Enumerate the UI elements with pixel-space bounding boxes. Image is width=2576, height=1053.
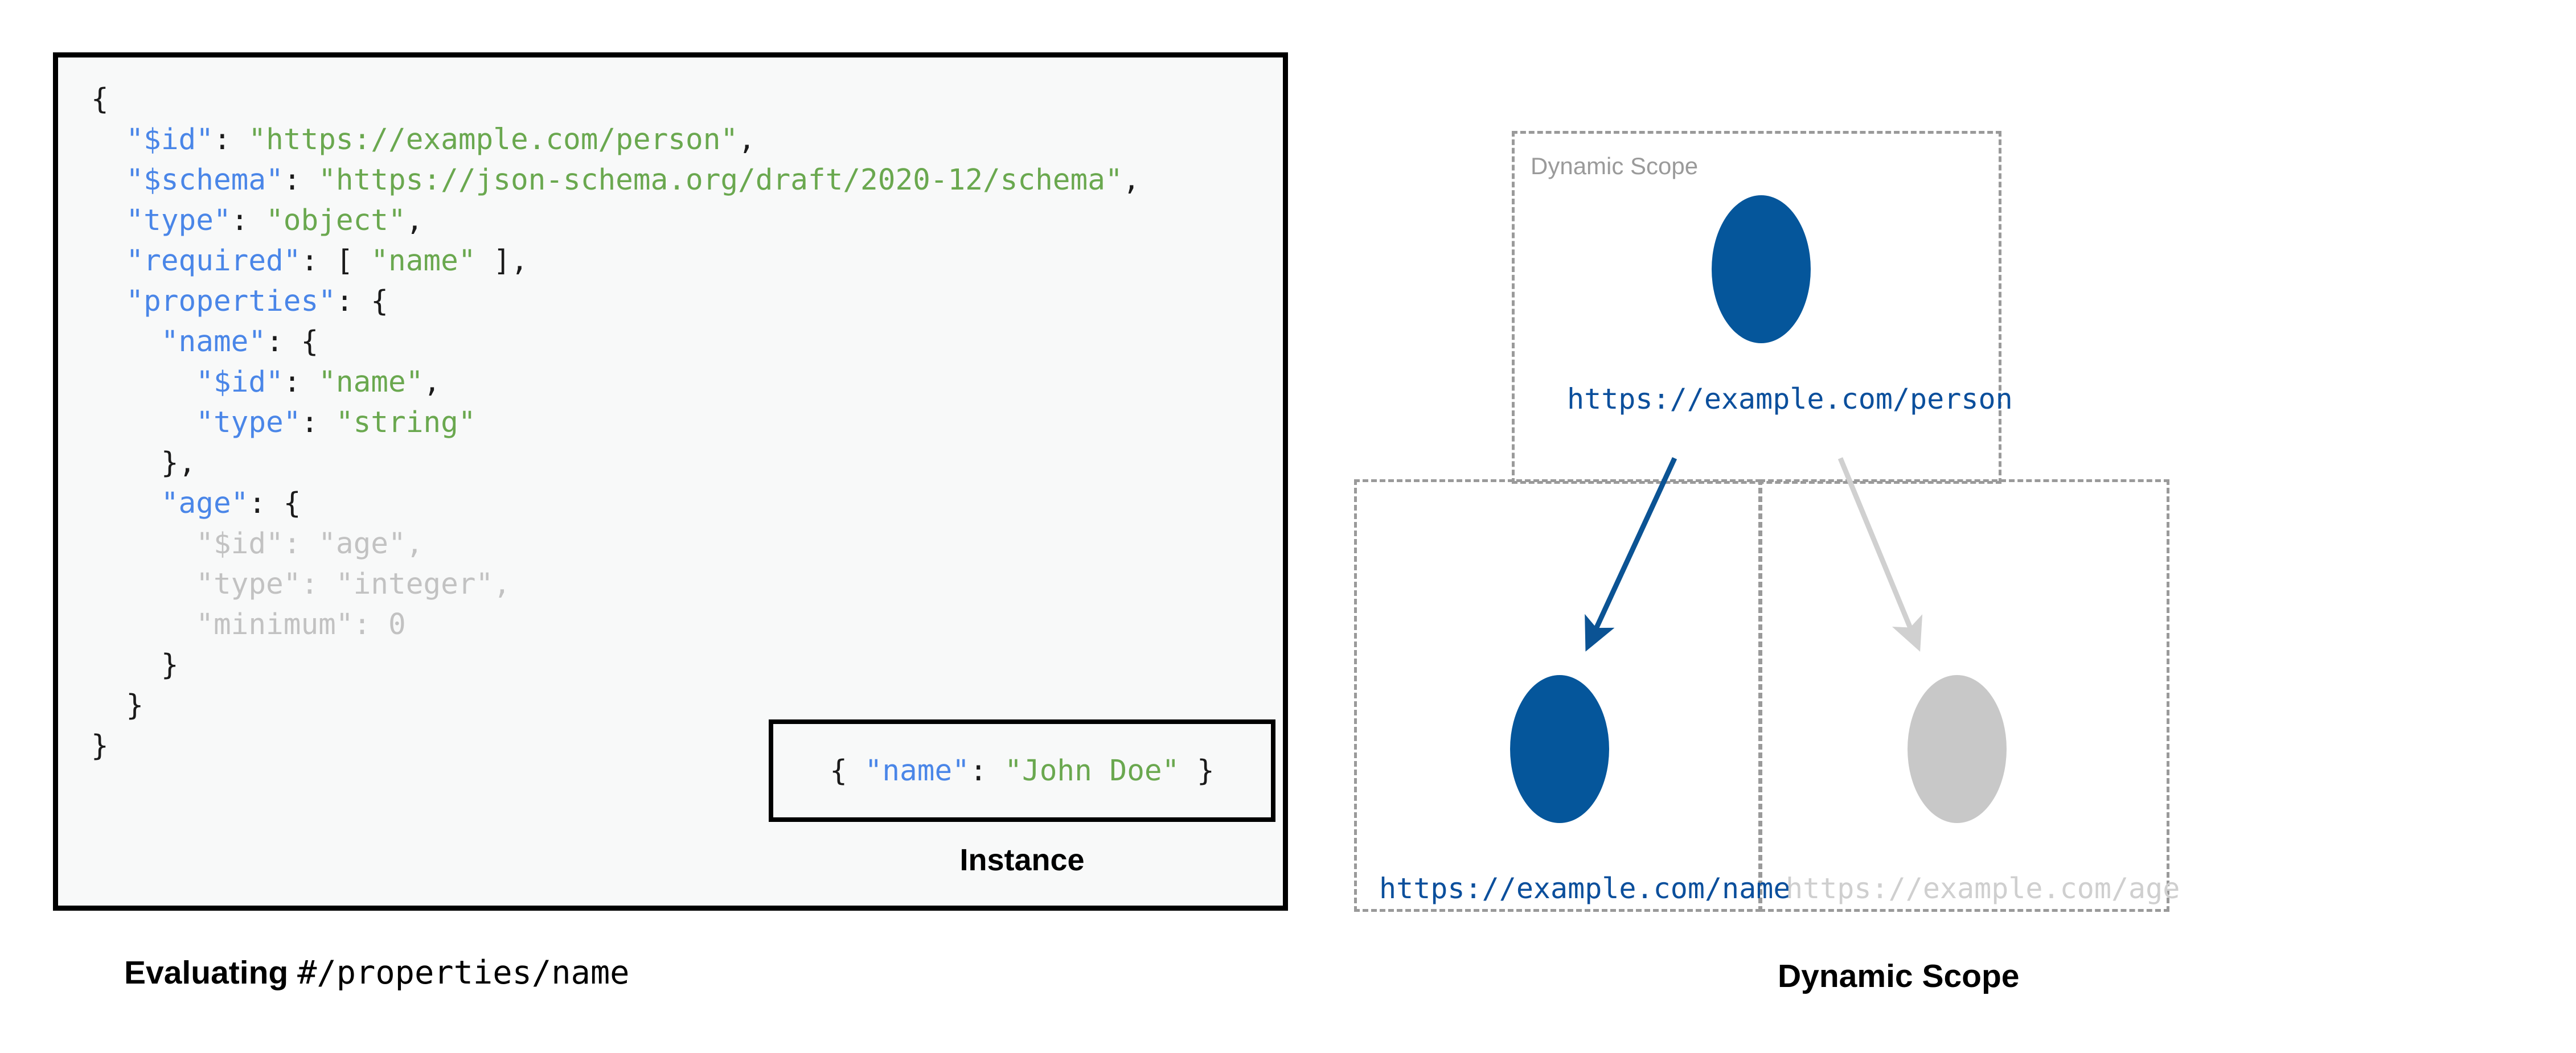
code-token: :: [231, 204, 266, 237]
code-token: "https://example.com/person": [248, 123, 739, 157]
code-line: "$id": "age",: [91, 524, 1140, 564]
code-line: "required": [ "name" ],: [91, 241, 1140, 281]
scope-box-age: [1759, 479, 2169, 912]
dynamic-scope-label: Dynamic Scope: [1531, 153, 1699, 179]
code-token: ],: [475, 244, 528, 278]
code-line: "name": {: [91, 322, 1140, 362]
code-line: "type": "integer",: [91, 564, 1140, 604]
code-token: "John Doe": [1004, 754, 1180, 788]
code-token: "$id": [196, 365, 284, 399]
code-token: "$id": "age",: [196, 527, 424, 561]
left-caption-bold: Evaluating: [124, 955, 298, 991]
instance-code: { "name": "John Doe" }: [830, 754, 1215, 788]
code-line: "$id": "https://example.com/person",: [91, 120, 1140, 160]
code-line: "minimum": 0: [91, 604, 1140, 645]
code-token: }: [126, 689, 144, 722]
code-token: {: [91, 83, 109, 116]
code-token: :: [213, 123, 249, 157]
code-line: "properties": {: [91, 281, 1140, 322]
code-token: "name": [371, 244, 476, 278]
instance-group: { "name": "John Doe" } Instance: [769, 719, 1275, 878]
code-token: ,: [1122, 163, 1141, 197]
code-token: "https://json-schema.org/draft/2020-12/s…: [318, 163, 1123, 197]
code-token: "string": [335, 406, 476, 439]
code-token: "type": [196, 406, 301, 439]
node-label-name: https://example.com/name: [1379, 872, 1791, 905]
code-token: :: [283, 163, 319, 197]
code-token: "object": [266, 204, 406, 237]
code-line: }: [91, 726, 1140, 766]
code-token: ,: [738, 123, 756, 157]
code-token: "name": [864, 754, 970, 788]
code-token: "required": [126, 244, 301, 278]
code-token: }: [161, 648, 179, 682]
code-line: "$schema": "https://json-schema.org/draf…: [91, 160, 1140, 200]
code-token: {: [830, 754, 865, 788]
code-token: : {: [266, 325, 319, 359]
code-token: "type": "integer",: [196, 567, 511, 601]
code-token: :: [969, 754, 1005, 788]
code-token: "age": [161, 487, 249, 520]
code-token: }: [91, 729, 109, 763]
code-token: "$id": [126, 123, 214, 157]
left-caption-pointer: #/properties/name: [297, 954, 630, 992]
node-circle-age: [1908, 675, 2007, 823]
code-line: },: [91, 443, 1140, 483]
code-line: "age": {: [91, 483, 1140, 524]
code-token: },: [161, 446, 196, 480]
code-line: }: [91, 685, 1140, 726]
code-line: {: [91, 79, 1140, 120]
node-circle-name: [1510, 675, 1609, 823]
code-token: }: [1179, 754, 1215, 788]
json-schema-code: { "$id": "https://example.com/person", "…: [91, 79, 1140, 766]
code-line: "$id": "name",: [91, 362, 1140, 402]
instance-caption: Instance: [959, 843, 1085, 877]
instance-box: { "name": "John Doe" }: [769, 719, 1275, 822]
right-figure-caption: Dynamic Scope: [1778, 958, 2020, 994]
code-token: "type": [126, 204, 231, 237]
node-circle-person: [1712, 195, 1811, 343]
code-token: :: [301, 406, 336, 439]
node-label-age: https://example.com/age: [1786, 872, 2180, 905]
code-token: : {: [335, 285, 389, 318]
code-token: : {: [248, 487, 301, 520]
scope-box-person: [1512, 131, 2001, 484]
code-line: }: [91, 645, 1140, 685]
code-token: "minimum": 0: [196, 608, 406, 641]
code-token: "$schema": [126, 163, 284, 197]
code-token: "name": [318, 365, 424, 399]
code-token: "name": [161, 325, 266, 359]
code-line: "type": "object",: [91, 200, 1140, 241]
code-line: "type": "string": [91, 402, 1140, 443]
code-token: : [: [301, 244, 371, 278]
dynamic-scope-diagram: Dynamic Scope https://example.com/person…: [1310, 85, 2562, 916]
code-token: "properties": [126, 285, 336, 318]
code-token: ,: [423, 365, 441, 399]
left-figure-caption: Evaluating #/properties/name: [124, 954, 629, 992]
code-token: :: [283, 365, 319, 399]
node-label-person: https://example.com/person: [1567, 382, 2013, 416]
code-token: ,: [405, 204, 424, 237]
json-schema-panel: { "$id": "https://example.com/person", "…: [53, 52, 1288, 911]
